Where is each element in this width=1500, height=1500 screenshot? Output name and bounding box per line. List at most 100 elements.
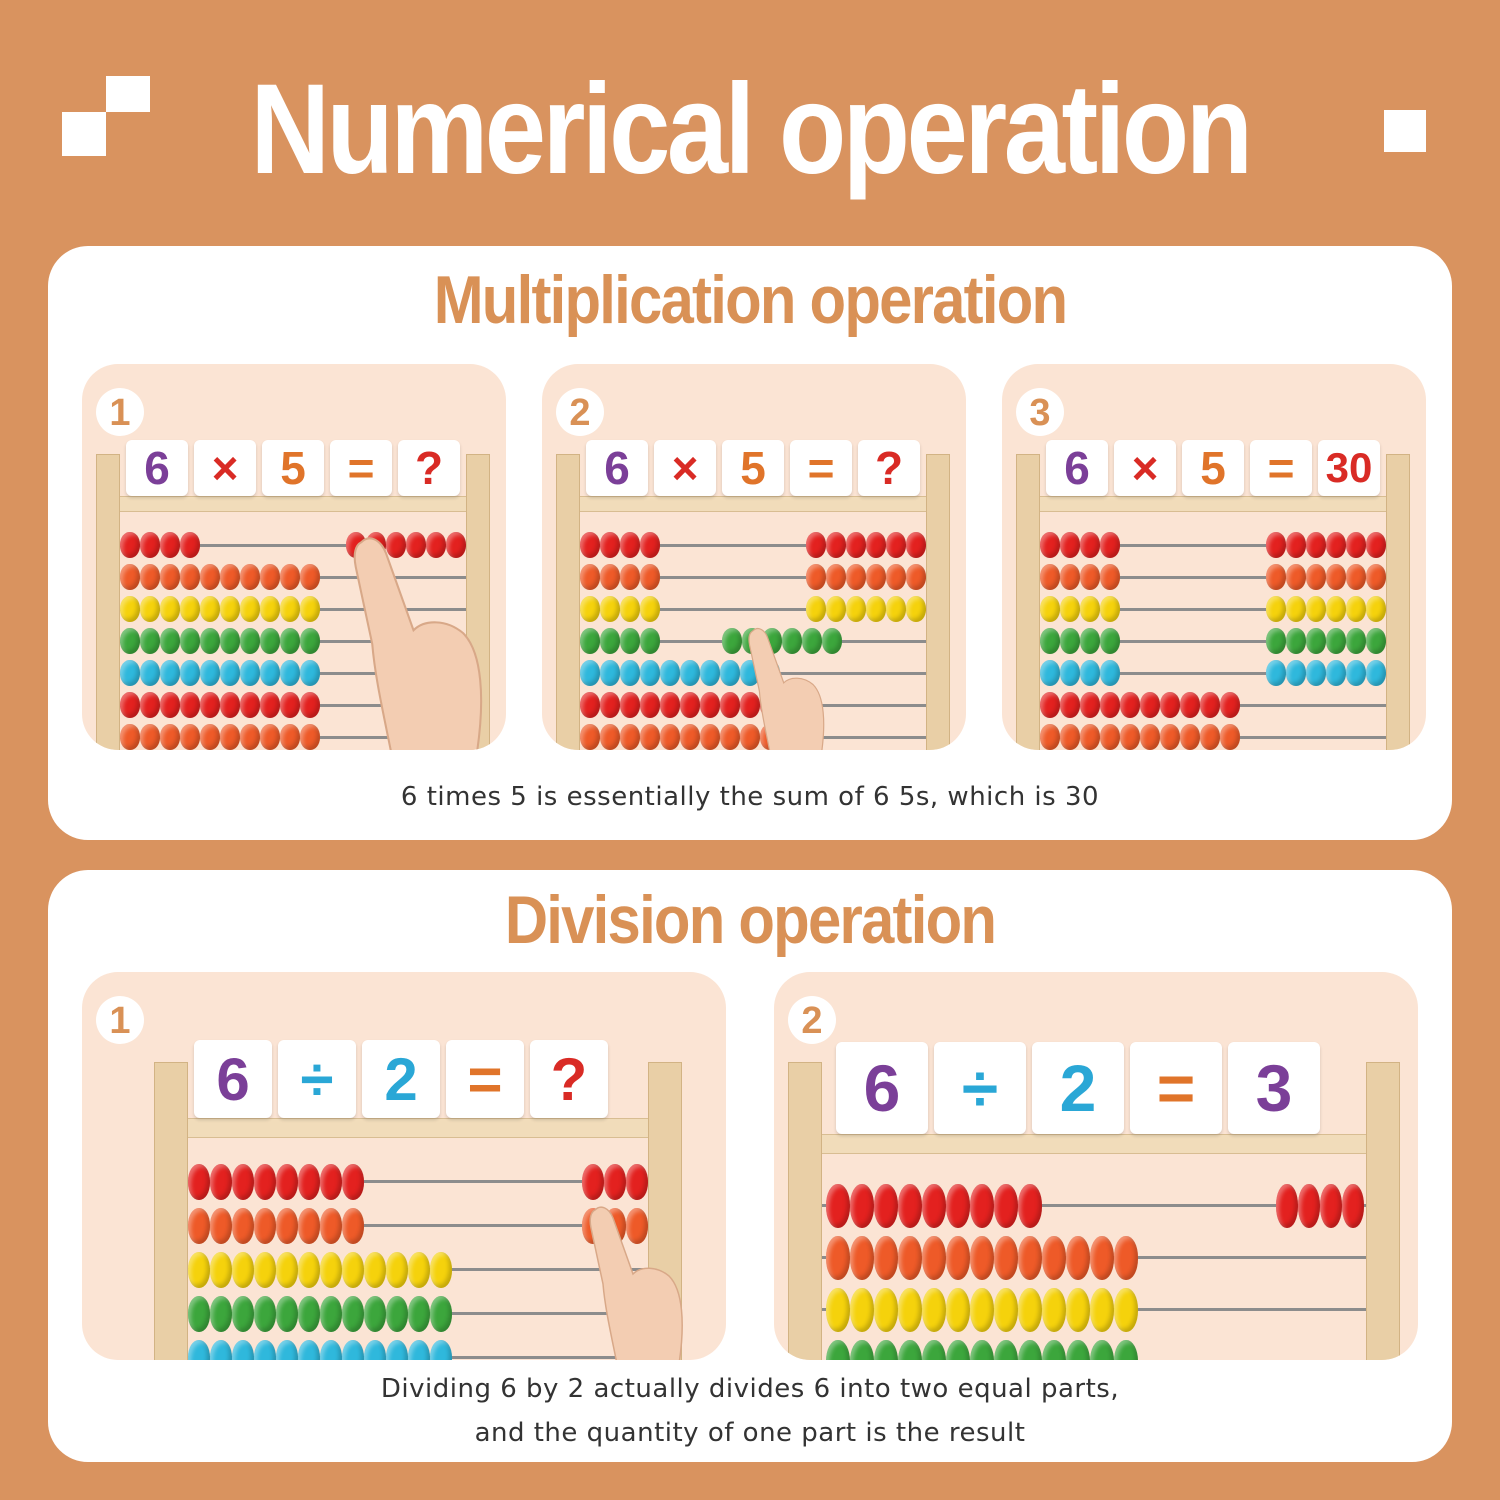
bead — [188, 1252, 210, 1288]
bead — [1346, 564, 1366, 590]
bead — [254, 1208, 276, 1244]
bead — [120, 532, 140, 558]
division-title: Division operation — [504, 882, 997, 958]
bead — [994, 1288, 1018, 1332]
bead — [260, 564, 280, 590]
bead — [582, 1164, 604, 1200]
bead — [200, 660, 220, 686]
bead — [232, 1164, 254, 1200]
bead — [430, 1252, 452, 1288]
bead — [1114, 1340, 1138, 1360]
bead — [1060, 724, 1080, 750]
bead — [826, 1288, 850, 1332]
bead — [1080, 532, 1100, 558]
bead — [850, 1184, 874, 1228]
bead — [1346, 628, 1366, 654]
bead — [1326, 596, 1346, 622]
bead — [280, 692, 300, 718]
bead — [408, 1296, 430, 1332]
bead-group — [120, 532, 200, 558]
number-card: 6 — [586, 440, 648, 496]
bead — [1366, 596, 1386, 622]
step-badge: 1 — [96, 388, 144, 436]
bead — [446, 532, 466, 558]
number-card: 2 — [362, 1040, 440, 1118]
bead-group — [1040, 564, 1120, 590]
bead-group — [1040, 724, 1240, 750]
bead — [806, 596, 826, 622]
division-panel-1: 1 6÷2=? — [82, 972, 726, 1360]
bead — [254, 1164, 276, 1200]
bead — [640, 532, 660, 558]
bead — [1066, 1340, 1090, 1360]
bead — [1366, 628, 1386, 654]
bead — [188, 1340, 210, 1360]
bead — [220, 692, 240, 718]
bead — [640, 564, 660, 590]
bead — [180, 628, 200, 654]
bead — [1326, 564, 1346, 590]
bead — [1040, 628, 1060, 654]
number-card: 5 — [722, 440, 784, 496]
number-card: 2 — [1032, 1042, 1124, 1134]
multiplication-card: Multiplication operation 1 6×5=? 2 6×5=?… — [48, 246, 1452, 840]
bead-group — [188, 1296, 452, 1332]
bead-group — [580, 564, 660, 590]
bead — [1060, 660, 1080, 686]
bead — [240, 564, 260, 590]
bead — [160, 692, 180, 718]
division-card: Division operation 1 6÷2=? 2 6÷2=3 Divid… — [48, 870, 1452, 1462]
bead — [1306, 596, 1326, 622]
bead — [1114, 1236, 1138, 1280]
bead — [1306, 564, 1326, 590]
bead — [260, 692, 280, 718]
bead — [1266, 596, 1286, 622]
bead — [906, 596, 926, 622]
multiplication-caption: 6 times 5 is essentially the sum of 6 5s… — [400, 782, 1100, 812]
bead — [1266, 564, 1286, 590]
bead — [1042, 1340, 1066, 1360]
bead — [660, 660, 680, 686]
bead — [600, 596, 620, 622]
bead — [220, 724, 240, 750]
bead — [120, 692, 140, 718]
pointing-hand — [589, 1206, 683, 1360]
bead-group — [120, 628, 320, 654]
bead — [1066, 1236, 1090, 1280]
bead — [946, 1184, 970, 1228]
bead — [342, 1340, 364, 1360]
bead — [320, 1208, 342, 1244]
bead — [320, 1340, 342, 1360]
bead — [1306, 660, 1326, 686]
division-caption-line-2: and the quantity of one part is the resu… — [474, 1418, 1026, 1448]
bead — [180, 724, 200, 750]
bead — [120, 724, 140, 750]
bead — [300, 724, 320, 750]
bead — [386, 1252, 408, 1288]
bead — [280, 660, 300, 686]
number-card: 5 — [262, 440, 324, 496]
bead — [1326, 628, 1346, 654]
bead — [922, 1184, 946, 1228]
bead — [898, 1236, 922, 1280]
bead — [1100, 628, 1120, 654]
bead — [210, 1340, 232, 1360]
bead — [140, 532, 160, 558]
number-card: ? — [530, 1040, 608, 1118]
bead — [994, 1184, 1018, 1228]
number-cards: 6÷2=? — [194, 1040, 608, 1118]
bead — [160, 564, 180, 590]
bead-group — [188, 1208, 364, 1244]
bead — [850, 1236, 874, 1280]
bead — [232, 1252, 254, 1288]
bead — [922, 1340, 946, 1360]
bead — [886, 596, 906, 622]
bead — [200, 724, 220, 750]
bead — [210, 1208, 232, 1244]
abacus-rod — [822, 1204, 1366, 1207]
number-card: = — [330, 440, 392, 496]
bead — [1266, 628, 1286, 654]
number-card: = — [790, 440, 852, 496]
bead-group — [188, 1252, 452, 1288]
bead-group — [120, 692, 320, 718]
